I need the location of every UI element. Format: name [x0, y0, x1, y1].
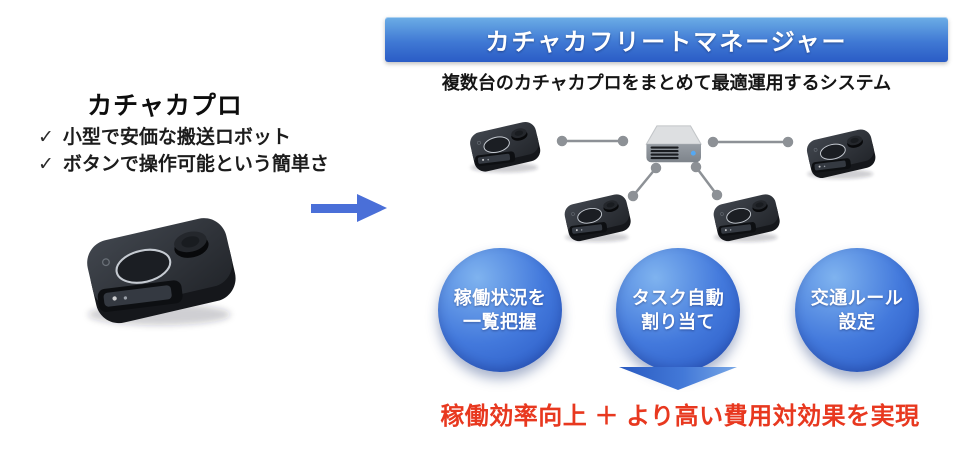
right-arrow-icon	[311, 194, 391, 222]
bullet-item: ✓ ボタンで操作可能という簡単さ	[38, 151, 329, 178]
conclusion-text: 稼働効率向上 ＋ より高い費用対効果を実現	[440, 403, 920, 430]
feature-line: タスク自動	[631, 288, 725, 308]
product-title: カチャカプロ	[87, 92, 243, 120]
down-arrow-icon	[619, 367, 737, 390]
arrow-shaft	[311, 204, 359, 213]
feature-circle-traffic-rules: 交通ルール 設定	[795, 248, 919, 372]
product-bullet-list: ✓ 小型で安価な搬送ロボット ✓ ボタンで操作可能という簡単さ	[38, 124, 329, 178]
feature-circle-task-assign: タスク自動 割り当て	[616, 248, 740, 372]
checkmark-icon: ✓	[38, 127, 54, 148]
fleet-server-icon	[645, 125, 702, 163]
fleet-robot-icon	[557, 189, 638, 245]
fleet-robot-icon	[706, 189, 787, 245]
feature-circle-status: 稼働状況を 一覧把握	[438, 248, 562, 372]
kachaka-pro-robot-icon	[70, 205, 252, 333]
feature-line: 一覧把握	[463, 312, 537, 332]
feature-line: 設定	[838, 312, 876, 332]
fleet-manager-subtitle: 複数台のカチャカプロをまとめて最適運用するシステム	[441, 73, 892, 93]
fleet-robot-icon	[799, 122, 883, 184]
fleet-manager-header: カチャカフリートマネージャー	[385, 17, 948, 62]
arrow-head	[357, 194, 387, 222]
fleet-robot-icon	[462, 116, 548, 176]
checkmark-icon: ✓	[38, 154, 54, 175]
feature-line: 割り当て	[641, 312, 715, 332]
feature-line: 稼働状況を	[453, 288, 547, 308]
bullet-text: ボタンで操作可能という簡単さ	[62, 154, 329, 175]
feature-line: 交通ルール	[810, 288, 904, 308]
bullet-item: ✓ 小型で安価な搬送ロボット	[38, 124, 329, 151]
bullet-text: 小型で安価な搬送ロボット	[62, 127, 291, 148]
